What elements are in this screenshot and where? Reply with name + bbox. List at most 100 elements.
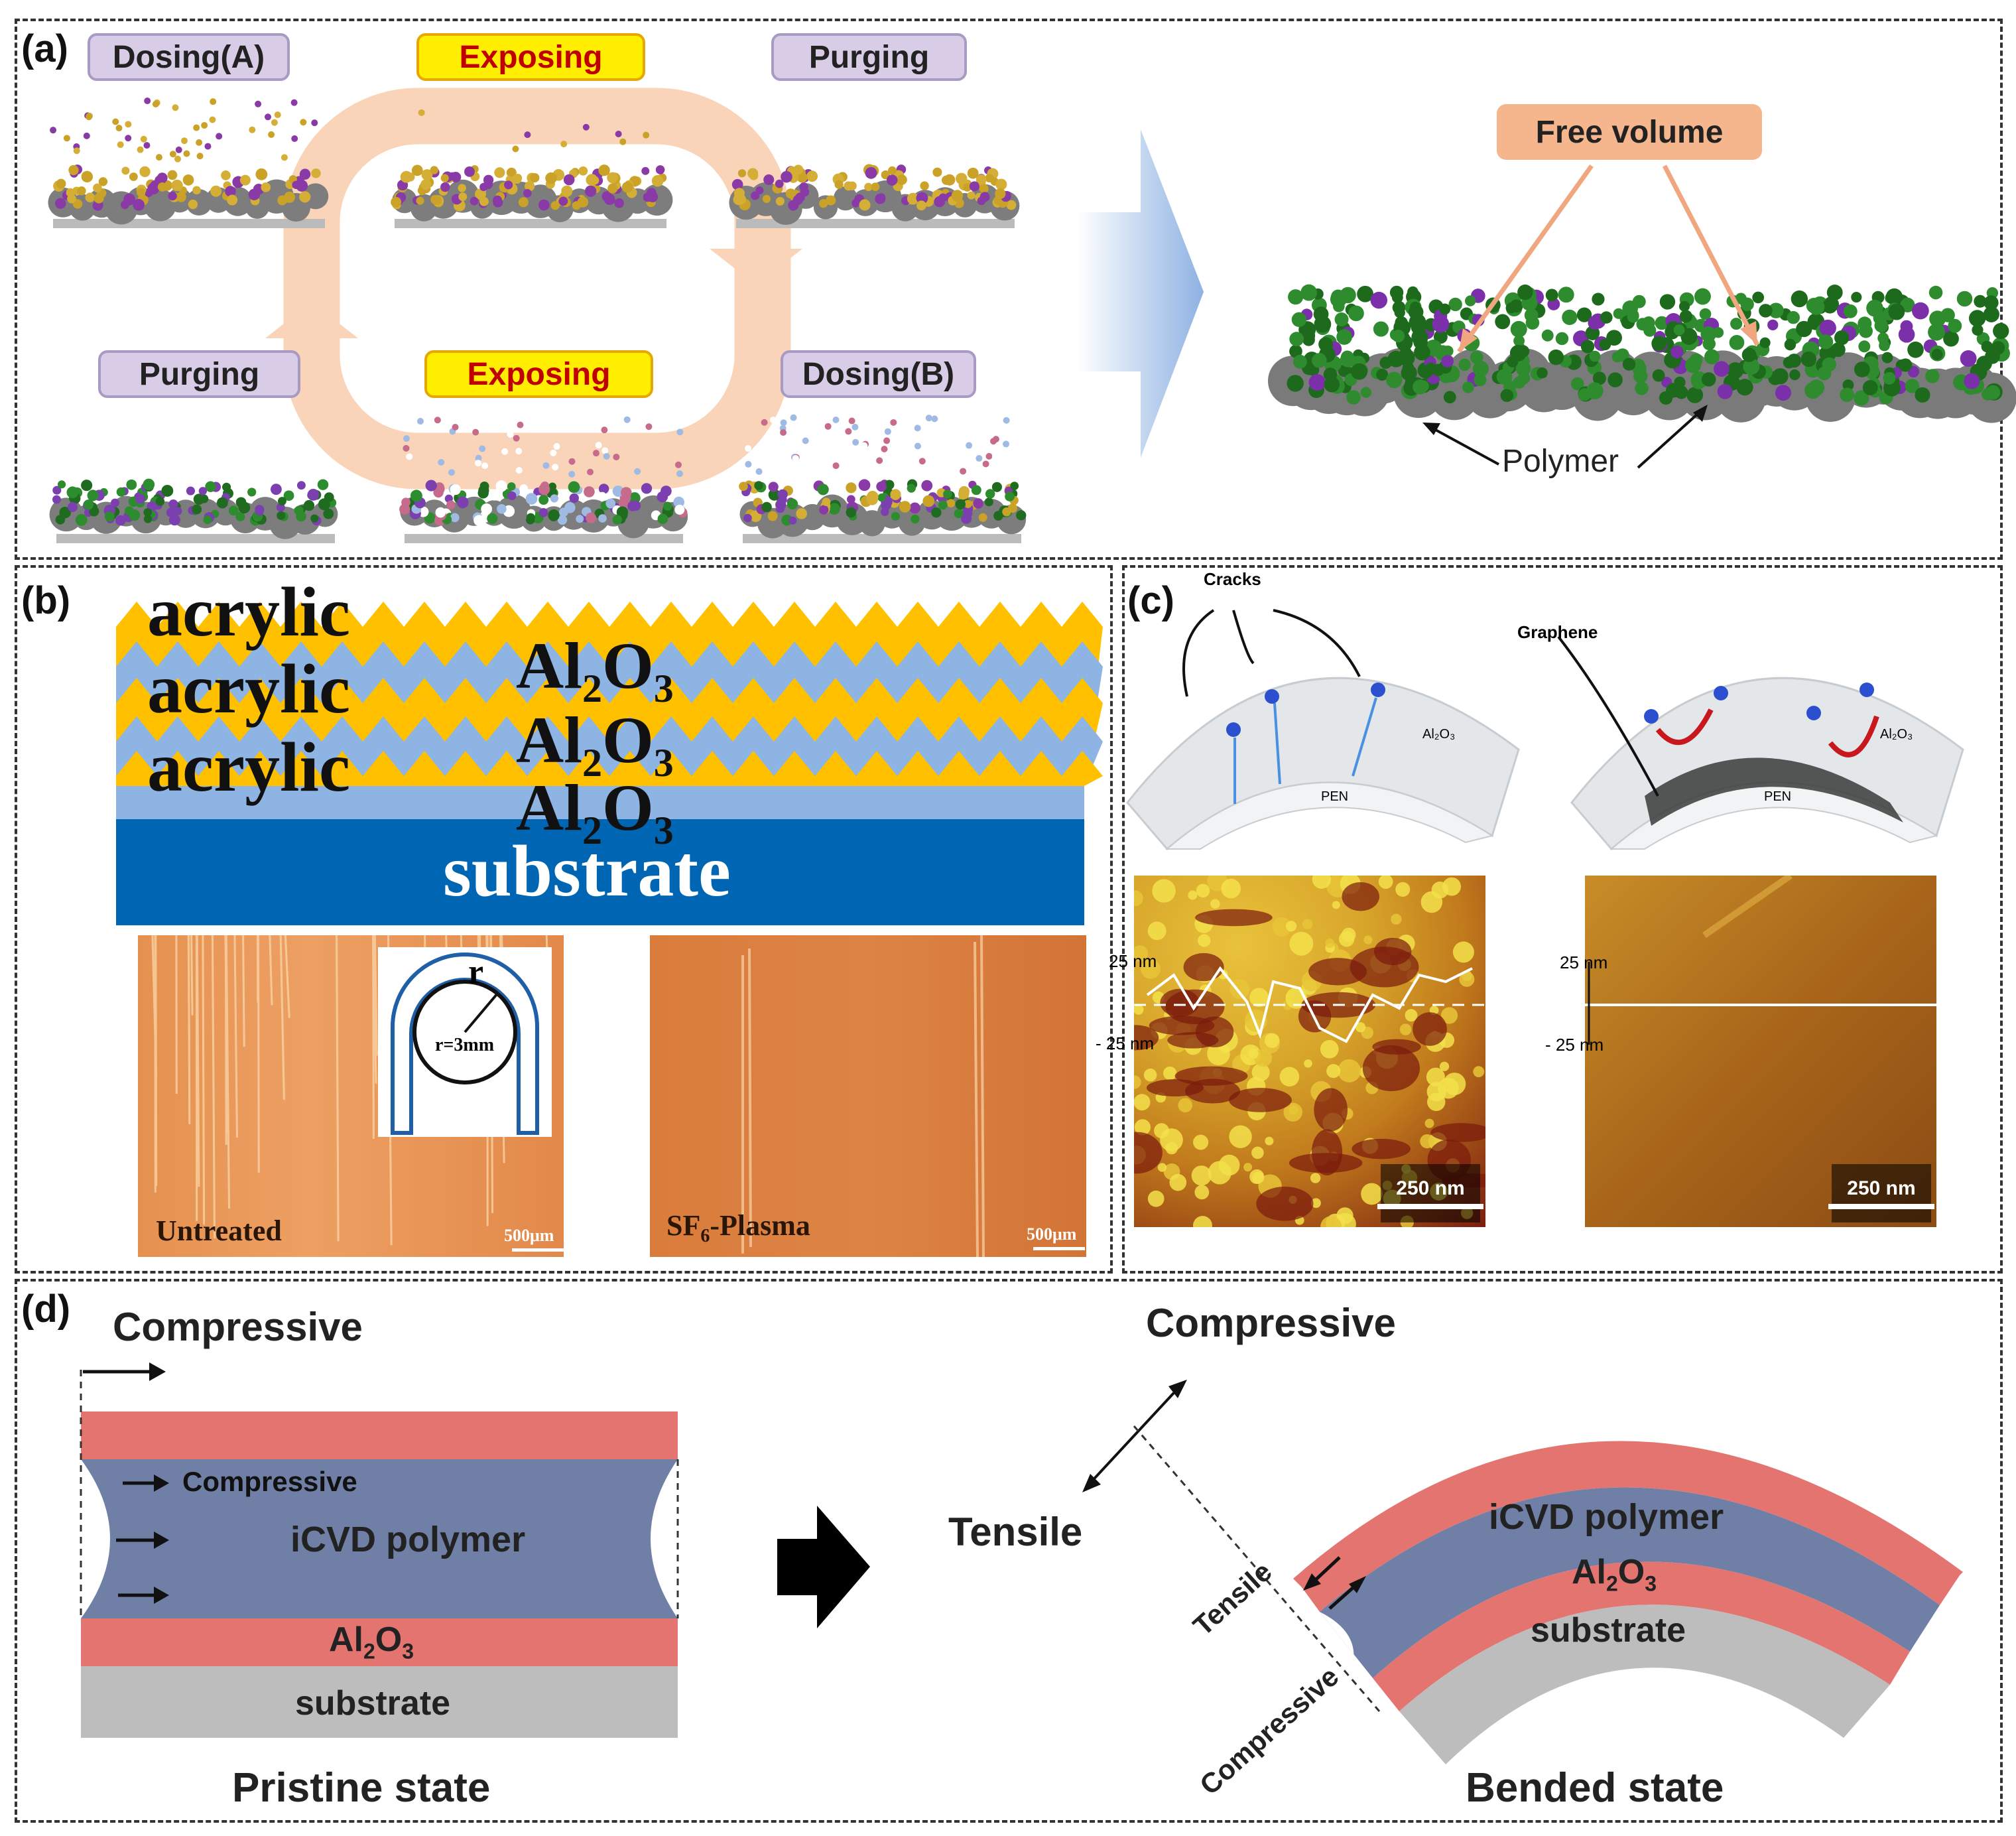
tensile-label: Tensile bbox=[948, 1510, 1083, 1554]
bent-substrate bbox=[1399, 1605, 1890, 1764]
afm-tick-label: 25 nm bbox=[1109, 951, 1157, 971]
acrylic-label: acrylic bbox=[147, 573, 351, 651]
panel-b-label: (b) bbox=[21, 579, 71, 622]
substrate-layer bbox=[81, 1666, 678, 1738]
water-molecule bbox=[1371, 683, 1385, 697]
bend-radius-diagram bbox=[391, 952, 539, 1135]
water-molecule bbox=[1226, 722, 1241, 737]
substrate-plate bbox=[56, 534, 335, 543]
free-volume-arrow bbox=[1457, 164, 1594, 354]
alumina-layer-bottom bbox=[116, 783, 1084, 819]
pristine-state-label: Pristine state bbox=[232, 1765, 491, 1811]
blocked-path bbox=[1828, 715, 1879, 757]
free-volume-arrow bbox=[1662, 164, 1760, 346]
substrate-label: substrate bbox=[295, 1684, 451, 1723]
graphene-layer bbox=[1645, 757, 1903, 826]
panel-d-label: (d) bbox=[21, 1287, 71, 1331]
afm-tick-label: - 25 nm bbox=[1545, 1035, 1604, 1055]
sf6-plasma-label: SF6-Plasma bbox=[666, 1209, 810, 1246]
polymer-arrow bbox=[1637, 407, 1706, 469]
stress-direction-arrow bbox=[1086, 1392, 1175, 1487]
icvd-label-bent: iCVD polymer bbox=[1489, 1497, 1724, 1537]
panel-d bbox=[15, 1279, 2003, 1823]
pen-substrate-left bbox=[1165, 781, 1494, 850]
dosing-a-label: Dosing(A) bbox=[88, 33, 290, 81]
afm-image-right: 250 nm bbox=[1585, 876, 1936, 1227]
al2o3-label: Al₂O₃ bbox=[1880, 727, 1913, 742]
scale-label: 500μm bbox=[1027, 1224, 1077, 1244]
edge-curvature bbox=[651, 1459, 678, 1618]
afm-texture bbox=[1585, 876, 1936, 1045]
icvd-layer bbox=[81, 1459, 678, 1618]
radius-value: r=3mm bbox=[435, 1035, 495, 1055]
height-profile bbox=[1146, 966, 1473, 1043]
panel-a bbox=[15, 19, 2003, 560]
afm-scale-bar: 250 nm bbox=[1377, 1164, 1483, 1222]
dosing-b-label: Dosing(B) bbox=[781, 350, 976, 398]
scale-bar bbox=[512, 1248, 564, 1252]
water-molecule bbox=[1714, 686, 1728, 700]
bent-bottom-al2o3 bbox=[1373, 1561, 1910, 1711]
afm-scale-label: 250 nm bbox=[1847, 1177, 1916, 1199]
water-molecule bbox=[1859, 683, 1874, 697]
alumina-formula: Al2O3 bbox=[516, 629, 674, 710]
untreated-label: Untreated bbox=[156, 1214, 282, 1247]
panel-a-label: (a) bbox=[21, 27, 68, 70]
afm-scale-bar: 250 nm bbox=[1828, 1164, 1934, 1222]
panel-c bbox=[1122, 565, 2003, 1274]
afm-tick-label: - 25 nm bbox=[1096, 1033, 1155, 1053]
al2o3-label: Al2O3 bbox=[329, 1620, 414, 1664]
cycle-loop bbox=[283, 88, 791, 490]
acrylic-label: acrylic bbox=[147, 650, 351, 728]
free-volume-label: Free volume bbox=[1497, 104, 1762, 160]
edge-curvature bbox=[81, 1459, 110, 1618]
afm-image-left: 250 nm bbox=[1134, 876, 1485, 1227]
water-molecule bbox=[1644, 709, 1659, 724]
substrate-label-bent: substrate bbox=[1531, 1611, 1686, 1650]
compressive-label: Compressive bbox=[1146, 1301, 1396, 1345]
water-molecule bbox=[1806, 706, 1821, 720]
graphene-label: Graphene bbox=[1517, 622, 1598, 642]
alumina-formula: Al2O3 bbox=[516, 771, 674, 852]
crack-lines bbox=[741, 935, 985, 1257]
substrate-plate bbox=[405, 534, 683, 543]
purging-label-top: Purging bbox=[771, 33, 967, 81]
panel-c-label: (c) bbox=[1127, 579, 1174, 622]
substrate-layer bbox=[116, 816, 1084, 925]
afm-tick-label: 25 nm bbox=[1560, 952, 1608, 972]
water-molecule bbox=[1265, 689, 1279, 704]
bend-radius-inset: r r=3mm bbox=[378, 947, 552, 1137]
al2o3-label: Al₂O₃ bbox=[1422, 727, 1456, 742]
scale-bar bbox=[1033, 1247, 1085, 1250]
bended-state-label: Bended state bbox=[1466, 1765, 1724, 1811]
polymer-arrow bbox=[1425, 423, 1499, 466]
pen-label: PEN bbox=[1321, 789, 1349, 804]
bottom-al2o3-layer bbox=[81, 1618, 678, 1666]
cracks-label: Cracks bbox=[1204, 569, 1261, 589]
purging-label-bottom: Purging bbox=[98, 350, 300, 398]
compressive-label: Compressive bbox=[113, 1305, 363, 1349]
panel-b bbox=[15, 565, 1113, 1274]
exposing-label-bottom: Exposing bbox=[424, 350, 653, 398]
process-arrow bbox=[777, 1506, 870, 1628]
acrylic-label: acrylic bbox=[147, 728, 351, 806]
water-path bbox=[1352, 697, 1377, 777]
water-path bbox=[1273, 702, 1281, 785]
al2o3-label-bent: Al2O3 bbox=[1572, 1553, 1657, 1596]
substrate-plate bbox=[743, 534, 1021, 543]
afm-texture bbox=[1134, 876, 1485, 1227]
substrate-plate bbox=[395, 219, 666, 228]
exposing-label-top: Exposing bbox=[416, 33, 645, 81]
scale-label: 500μm bbox=[504, 1226, 554, 1245]
blocked-path bbox=[1655, 708, 1714, 746]
substrate-label: substrate bbox=[443, 830, 731, 911]
transition-arrow bbox=[1078, 129, 1204, 458]
cycle-arrow-down bbox=[710, 249, 802, 285]
substrate-plate bbox=[736, 219, 1015, 228]
sf6-micrograph bbox=[650, 935, 1086, 1257]
polymer-label: Polymer bbox=[1502, 444, 1619, 479]
